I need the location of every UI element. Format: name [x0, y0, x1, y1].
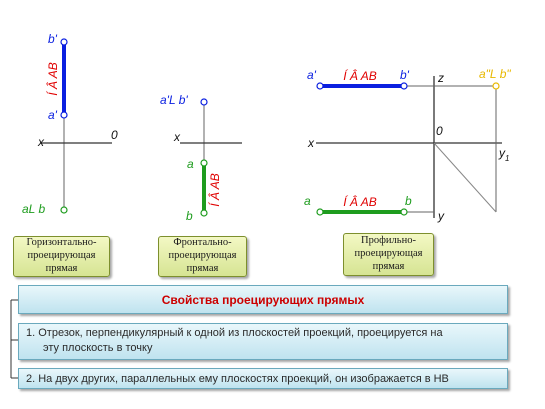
label-ab-frontal: a'L b' — [160, 93, 188, 107]
label-z-axis: z — [437, 71, 444, 85]
label-b: b — [405, 194, 412, 208]
label-true-length-bottom: Í Â AB — [343, 194, 377, 209]
caption-line: Горизонтально- — [26, 237, 97, 249]
property-item-1-line2: эту плоскость в точку — [43, 341, 153, 354]
caption-line: Профильно- — [361, 235, 416, 247]
caption-line: прямая — [186, 262, 219, 274]
caption-line: проецирующая — [27, 250, 96, 262]
diagram-frontal: a'L b' x a b Í Â AB — [160, 93, 242, 223]
label-true-length: Í Â AB — [207, 173, 222, 207]
label-b-prime: b' — [48, 32, 58, 46]
label-true-length-top: Í Â AB — [343, 68, 377, 83]
caption-line: прямая — [372, 260, 405, 272]
caption-line: Фронтально- — [173, 237, 232, 249]
point-b-prime — [60, 38, 68, 46]
point-a — [316, 208, 324, 216]
properties-title: Свойства проецирующих прямых — [18, 285, 508, 314]
properties-title-text: Свойства проецирующих прямых — [161, 292, 365, 307]
label-origin: 0 — [436, 124, 443, 138]
label-true-length: Í Â AB — [45, 62, 60, 96]
point-ab-profile — [492, 82, 500, 90]
label-x-axis: x — [307, 136, 315, 150]
label-x-axis: x — [173, 130, 181, 144]
point-b — [200, 209, 208, 217]
point-a — [200, 159, 208, 167]
point-b-prime — [400, 82, 408, 90]
label-a: a — [187, 157, 194, 171]
label-y1-axis: y1 — [498, 146, 509, 163]
diagram-horizontal: b' a' Í Â AB x 0 aL b — [22, 32, 118, 216]
list-connector — [10, 299, 18, 379]
label-origin: 0 — [111, 128, 118, 142]
diagram-profile: a' b' Í Â AB z a"L b" x 0 y1 a b Í Â AB … — [304, 67, 511, 223]
caption-frontal: Фронтально- проецирующая прямая — [158, 236, 247, 277]
property-item-1: 1. Отрезок, перпендикулярный к одной из … — [18, 323, 508, 360]
caption-line: проецирующая — [168, 250, 237, 262]
caption-horizontal: Горизонтально- проецирующая прямая — [13, 236, 110, 277]
caption-profile: Профильно- проецирующая прямая — [343, 233, 434, 276]
constant-line-45 — [433, 142, 497, 213]
label-b-prime: b' — [400, 68, 410, 82]
point-ab-frontal — [200, 98, 208, 106]
point-a-prime — [316, 82, 324, 90]
point-b — [400, 208, 408, 216]
caption-line: проецирующая — [354, 248, 423, 260]
point-ab-horizontal — [60, 206, 68, 214]
label-x-axis: x — [37, 135, 45, 149]
property-item-1-line1: 1. Отрезок, перпендикулярный к одной из … — [26, 327, 443, 339]
point-a-prime — [60, 111, 68, 119]
label-a: a — [304, 194, 311, 208]
label-ab-profile: a"L b" — [479, 67, 511, 81]
caption-line: прямая — [45, 262, 78, 274]
property-item-2-text: 2. На двух других, параллельных ему плос… — [26, 373, 449, 385]
label-a-prime: a' — [48, 108, 58, 122]
label-a-prime: a' — [307, 68, 317, 82]
label-y-axis: y — [437, 209, 445, 223]
property-item-2: 2. На двух других, параллельных ему плос… — [18, 368, 508, 389]
label-b: b — [186, 209, 193, 223]
label-ab-horizontal: aL b — [22, 202, 45, 216]
